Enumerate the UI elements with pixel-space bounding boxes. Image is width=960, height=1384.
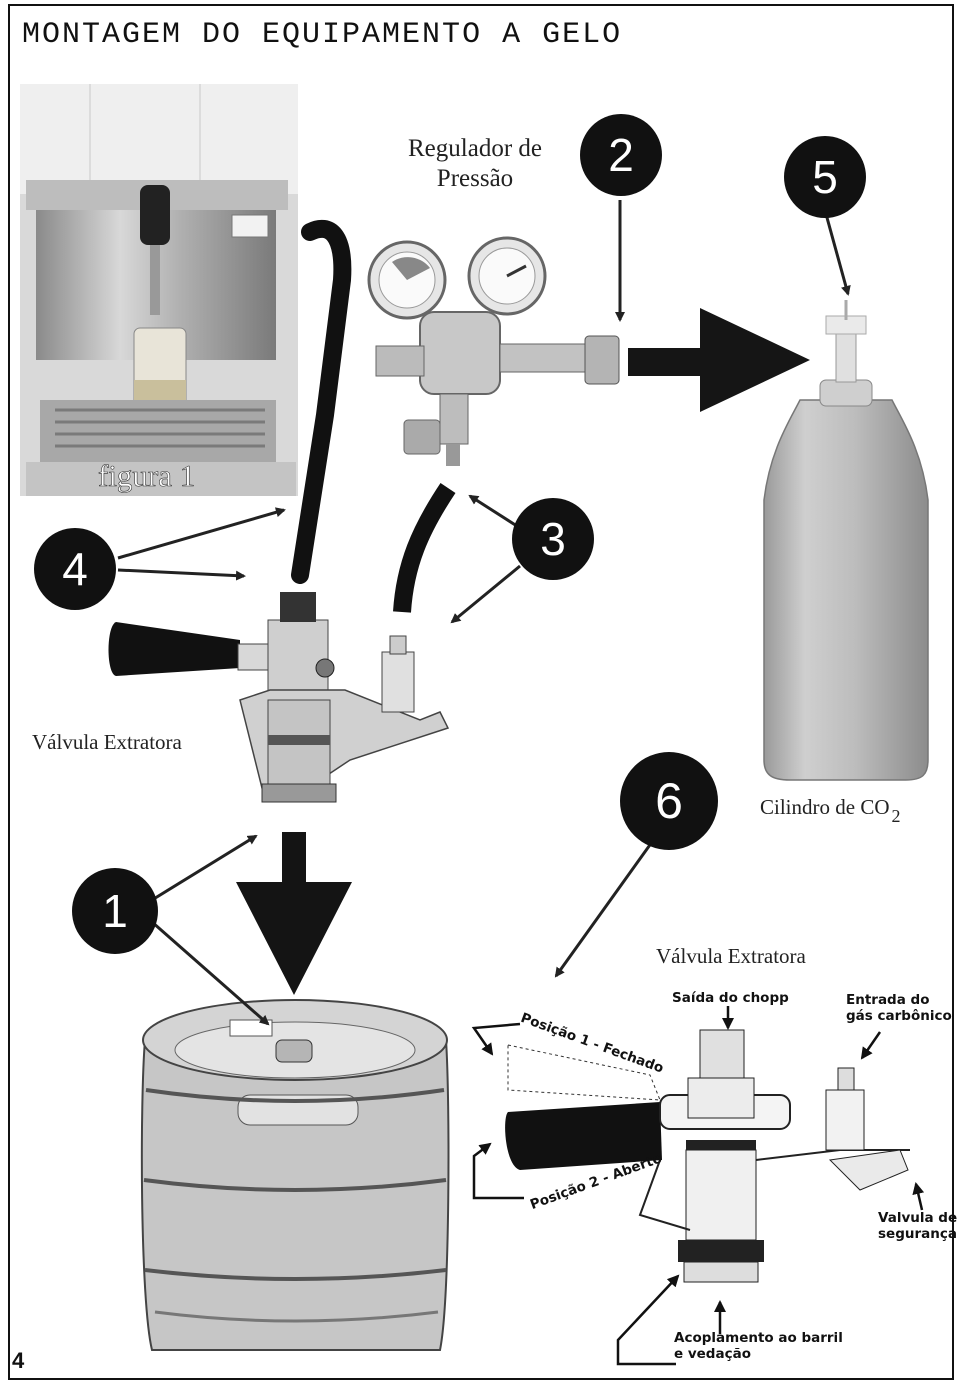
co2-cylinder (763, 300, 929, 781)
label-cilindro-sub: 2 (891, 806, 901, 826)
number-3-badge: 3 (512, 498, 594, 580)
label-saida-chopp: Saída do chopp (672, 990, 789, 1006)
hose-right (393, 483, 456, 613)
number-5-badge: 5 (784, 136, 866, 218)
pointer-arrows (117, 200, 851, 1026)
number-2-badge: 2 (580, 114, 662, 196)
big-arrow-down (236, 832, 352, 995)
valve-detail-drawing (505, 1029, 910, 1283)
label-acoplamento-line1: Acoplamento ao barril (674, 1330, 843, 1346)
number-4-badge: 4 (34, 528, 116, 610)
page-frame (8, 4, 954, 1380)
label-cilindro-text: Cilindro de CO (760, 795, 890, 819)
page-number: 4 (12, 1348, 25, 1373)
number-1-badge: 1 (72, 868, 158, 954)
chopp-machine-photo (20, 84, 298, 496)
detail-arrows (471, 1006, 925, 1366)
page-title: MONTAGEM DO EQUIPAMENTO A GELO (22, 18, 623, 52)
big-arrow-right (628, 308, 810, 412)
pressure-regulator (367, 236, 620, 466)
label-acoplamento-line2: e vedação (674, 1346, 751, 1362)
label-valvula-seguranca-line1: Valvula de (878, 1210, 958, 1226)
label-valvula-extratora-left: Válvula Extratora (32, 730, 182, 754)
label-valvula-seguranca-line2: segurança (878, 1226, 957, 1242)
extractor-valve (108, 592, 450, 803)
label-entrada-gas-line1: Entrada do (846, 992, 930, 1008)
hose-left (291, 219, 352, 584)
label-entrada-gas-line2: gás carbônico (846, 1008, 952, 1024)
beer-keg (140, 999, 450, 1351)
label-valvula-extratora-right: Válvula Extratora (656, 944, 806, 968)
number-6-badge: 6 (620, 752, 718, 850)
label-regulador: Regulador de Pressão (408, 135, 542, 192)
label-figura: figura 1 (98, 458, 196, 494)
